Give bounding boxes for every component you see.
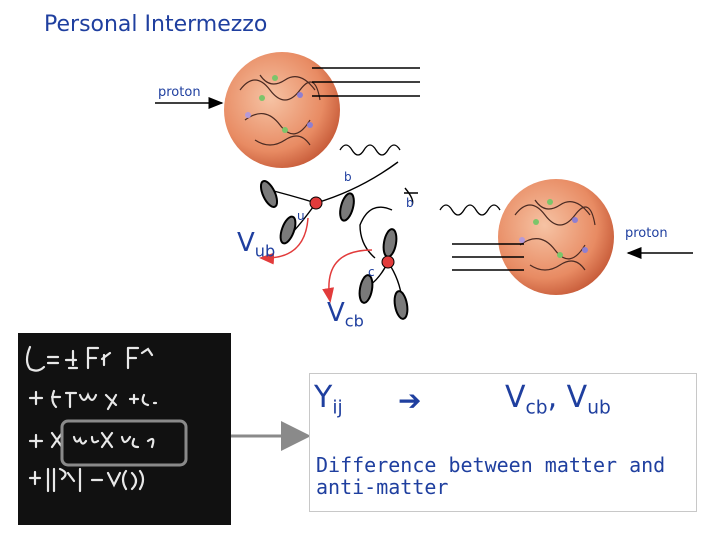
quark-b-label: b	[344, 170, 352, 184]
matter-antimatter-text: Difference between matter and anti-matte…	[316, 454, 686, 498]
gluon-right	[440, 205, 500, 215]
proton-label-right: proton	[625, 226, 668, 241]
proton-label-left: proton	[158, 85, 201, 100]
vertex-ub	[310, 197, 322, 209]
ckm-elements: Vcb, Vub	[505, 380, 611, 419]
yij-term: Yij	[314, 380, 343, 419]
gluon-left	[340, 145, 400, 155]
vub-label: Vub	[237, 228, 275, 261]
proton-left	[224, 52, 340, 168]
implies-arrow: ➔	[398, 384, 421, 417]
quark-bbar-label: b	[406, 196, 414, 210]
chalkboard-photo	[18, 333, 231, 525]
vcb-label: Vcb	[327, 298, 364, 331]
quark-u-label: u	[297, 209, 305, 223]
quark-c-label: c	[368, 265, 375, 279]
proton-right	[498, 179, 614, 295]
vertex-cb	[382, 256, 394, 268]
